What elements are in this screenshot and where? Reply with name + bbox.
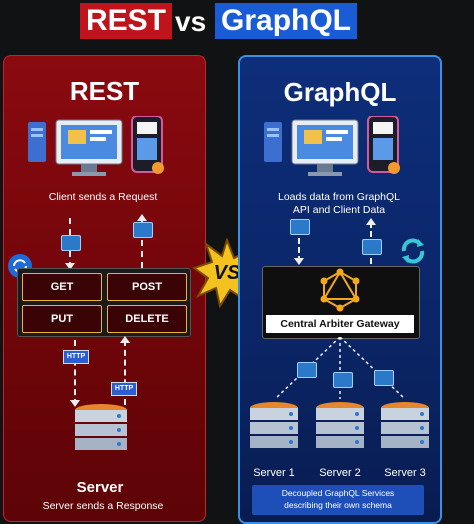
rest-client-illustration (28, 116, 164, 176)
vs-badge-label: VS (213, 262, 241, 284)
http-tag: HTTP (63, 350, 89, 364)
server-1-icon (250, 402, 298, 448)
mail-icon (333, 372, 353, 388)
title-rest-label: REST (80, 3, 173, 39)
rest-response-arrow (141, 218, 143, 268)
rest-server-caption: Server sends a Response (42, 500, 164, 512)
rest-request-arrowhead (65, 263, 75, 270)
server-2-icon (316, 402, 364, 448)
rest-server-icon (75, 404, 127, 450)
sync-icon (401, 238, 425, 264)
get-method: GET (22, 273, 102, 301)
graphql-response-arrowhead (366, 218, 376, 225)
title-vs-label: vs (175, 6, 207, 37)
graphql-services-note-line-1: Decoupled GraphQL Services (281, 488, 395, 498)
rest-panel-title: REST (69, 76, 140, 106)
rest-server-response-arrow (124, 340, 126, 405)
graphql-client-caption-2: API and Client Data (292, 204, 386, 216)
graphql-client-caption-1: Loads data from GraphQL (278, 191, 400, 203)
mail-icon (290, 219, 310, 235)
mail-icon (362, 239, 382, 255)
graphql-panel-title: GraphQL (283, 77, 397, 107)
gateway-label: Central Arbiter Gateway (266, 315, 414, 333)
rest-server-request-arrowhead (70, 400, 80, 407)
rest-server-request-arrow (74, 340, 76, 405)
gear-icon (152, 162, 164, 174)
put-method: PUT (22, 305, 102, 333)
rest-response-arrowhead (137, 214, 147, 221)
rest-operations-panel: GET POST PUT DELETE (17, 268, 191, 337)
graphql-request-arrowhead (294, 258, 304, 265)
graphql-logo-icon (320, 268, 360, 312)
mail-icon (133, 222, 153, 238)
rest-client-caption: Client sends a Request (48, 191, 158, 203)
graphql-request-arrow (298, 220, 300, 262)
delete-method: DELETE (107, 305, 187, 333)
mail-icon (61, 235, 81, 251)
gear-icon (388, 162, 400, 174)
server-1-label: Server 1 (253, 467, 295, 479)
tower-icon (264, 122, 282, 162)
tower-icon (28, 122, 46, 162)
graphql-services-note-line-2: describing their own schema (284, 500, 392, 510)
mail-icon (297, 362, 317, 378)
server-2-label: Server 2 (319, 467, 361, 479)
server-3-icon (381, 402, 429, 448)
http-tag: HTTP (111, 382, 137, 396)
server-3-label: Server 3 (384, 467, 426, 479)
rest-server-title: Server (76, 479, 124, 496)
graphql-client-illustration (264, 116, 400, 176)
title-graphql-label: GraphQL (215, 3, 358, 39)
rest-server-response-arrowhead (120, 336, 130, 343)
post-method: POST (107, 273, 187, 301)
mail-icon (374, 370, 394, 386)
graphql-services-note: Decoupled GraphQL Services describing th… (252, 485, 424, 515)
